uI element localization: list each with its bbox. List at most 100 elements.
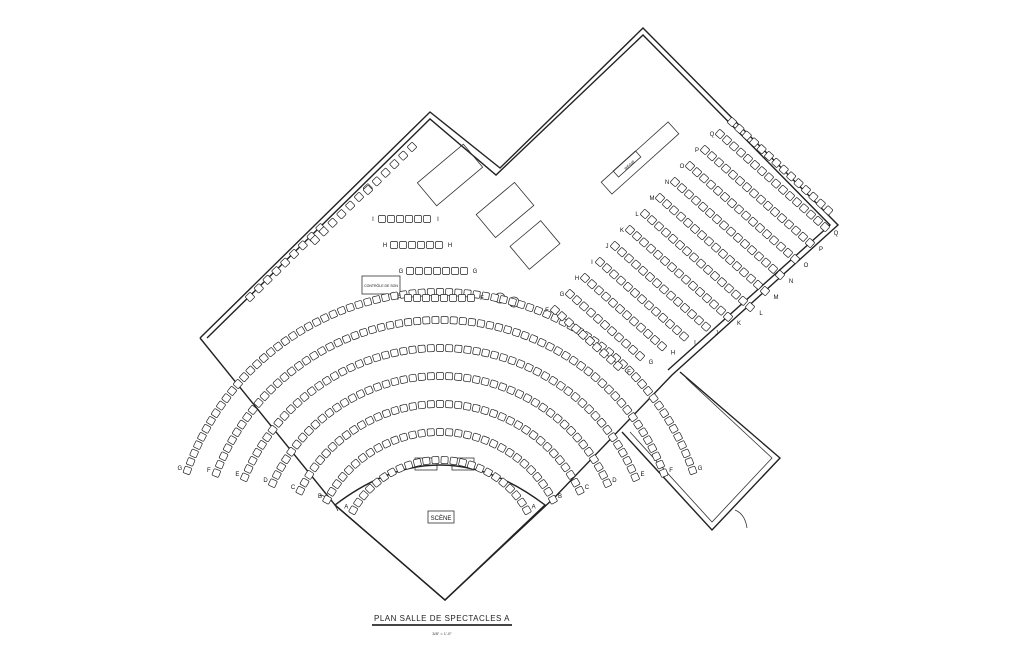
seat xyxy=(347,393,358,403)
seat xyxy=(761,257,771,268)
seat xyxy=(299,477,310,488)
seat xyxy=(677,440,687,450)
seat xyxy=(590,411,601,421)
seat xyxy=(771,158,782,168)
seat xyxy=(449,316,458,325)
seat xyxy=(601,291,611,302)
seat xyxy=(387,215,395,223)
seat xyxy=(279,411,290,421)
seat xyxy=(408,402,418,411)
seat xyxy=(281,454,291,464)
row-label: F xyxy=(545,308,549,314)
seat xyxy=(659,408,669,418)
seat xyxy=(257,440,267,450)
seat xyxy=(679,331,689,342)
seat xyxy=(297,240,308,251)
seat xyxy=(687,309,697,319)
seat xyxy=(350,331,360,341)
seat xyxy=(332,479,342,489)
seat xyxy=(560,462,571,473)
seat xyxy=(232,427,242,437)
seat xyxy=(538,402,548,413)
seat xyxy=(593,314,603,324)
seat xyxy=(668,234,678,244)
seat xyxy=(646,243,656,254)
seat xyxy=(750,160,760,170)
seat xyxy=(681,274,691,285)
row-label: I xyxy=(437,217,439,223)
seat xyxy=(727,117,737,127)
row-label: Q xyxy=(710,132,715,138)
row-label: F xyxy=(669,468,673,474)
seat xyxy=(381,379,391,389)
row-label: G xyxy=(178,466,183,472)
seat xyxy=(372,353,382,363)
seat xyxy=(622,456,632,466)
seat xyxy=(688,281,698,291)
seat xyxy=(357,453,368,463)
seat xyxy=(532,472,543,482)
seat xyxy=(221,393,232,403)
seat xyxy=(587,279,597,289)
seat xyxy=(426,344,435,353)
seat xyxy=(390,348,399,358)
row-label: G xyxy=(649,360,654,366)
seat xyxy=(706,179,716,190)
seat xyxy=(610,241,620,251)
seat xyxy=(604,384,614,395)
seat xyxy=(586,307,596,318)
seat xyxy=(417,400,426,410)
seat xyxy=(462,402,472,411)
seat xyxy=(320,313,330,323)
seat xyxy=(684,189,694,200)
seat xyxy=(490,350,499,360)
seat xyxy=(417,372,426,381)
seat xyxy=(575,485,585,496)
seat xyxy=(262,432,272,443)
seat xyxy=(599,348,609,359)
seat xyxy=(770,207,780,217)
seat xyxy=(505,416,515,426)
seat xyxy=(561,350,571,361)
seat xyxy=(408,241,416,249)
seat xyxy=(747,245,757,255)
stage-label-box xyxy=(427,510,455,524)
seat xyxy=(321,448,331,459)
seat xyxy=(268,478,278,488)
seat xyxy=(608,432,618,443)
seat xyxy=(394,319,404,328)
row-label: G xyxy=(560,292,565,298)
seat xyxy=(436,372,444,380)
seat xyxy=(445,288,454,297)
seat xyxy=(431,316,440,324)
row-label: D xyxy=(612,478,617,484)
seat xyxy=(380,167,391,178)
seat xyxy=(372,295,381,304)
seat xyxy=(292,398,303,408)
seat xyxy=(530,397,541,408)
seat xyxy=(233,379,243,389)
seat xyxy=(636,322,646,333)
seat xyxy=(252,447,262,458)
seat xyxy=(398,150,409,161)
seat xyxy=(742,130,752,141)
seat xyxy=(519,458,530,469)
seat xyxy=(363,356,373,366)
seat xyxy=(522,393,533,403)
seat xyxy=(657,341,667,351)
seat xyxy=(638,266,648,276)
seat xyxy=(540,371,551,381)
seat xyxy=(667,262,677,272)
seat xyxy=(390,435,400,445)
seat xyxy=(245,292,255,302)
row-label: Q xyxy=(834,231,839,237)
seat xyxy=(354,192,364,202)
seat xyxy=(403,317,413,327)
seat xyxy=(701,321,711,332)
lobby-annex xyxy=(621,371,782,532)
seat xyxy=(643,329,653,339)
row-label: F xyxy=(397,296,401,302)
seat xyxy=(622,405,633,415)
seat xyxy=(387,467,397,478)
seat xyxy=(545,408,556,418)
